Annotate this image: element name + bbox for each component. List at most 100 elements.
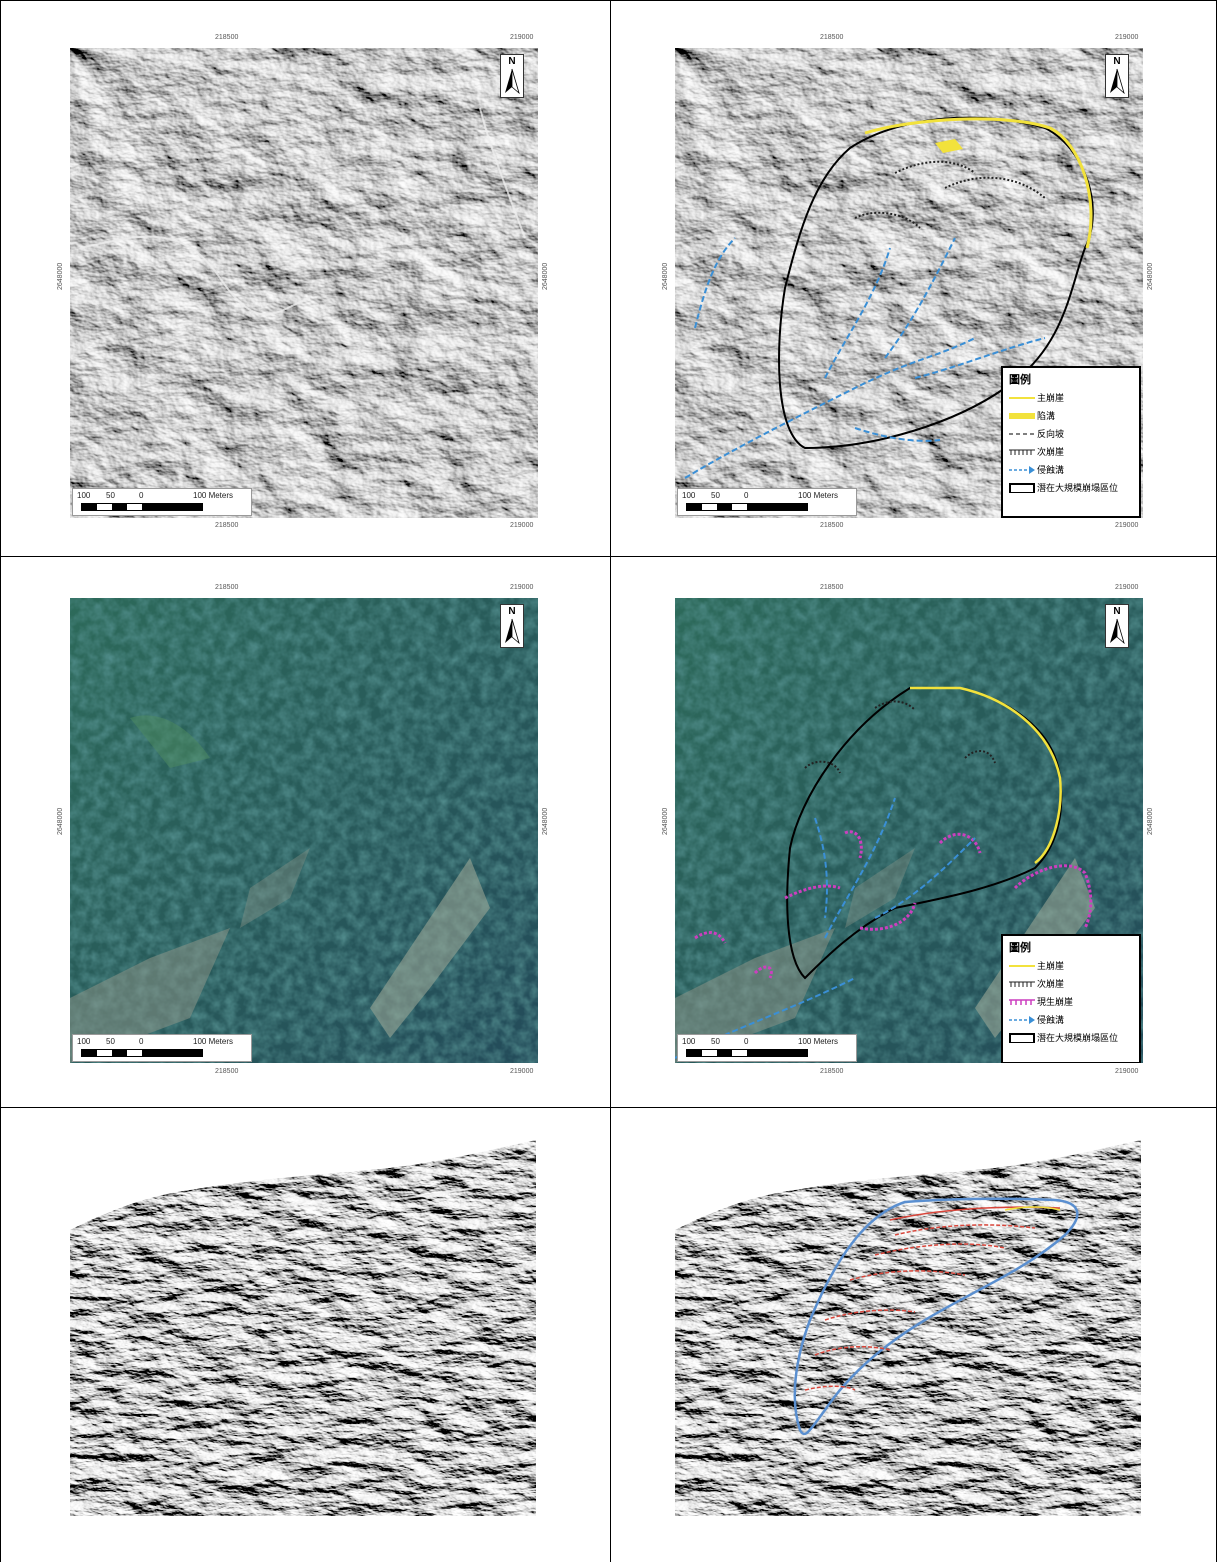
dash-line-icon xyxy=(1009,433,1035,435)
scale-label: 0 xyxy=(744,1037,749,1046)
tick-label: 218500 xyxy=(215,1068,239,1075)
legend-item: 現生崩崖 xyxy=(1007,994,1143,1010)
north-arrow-icon xyxy=(1110,618,1125,645)
grid-line xyxy=(0,0,1217,1)
perspective-view-interpreted xyxy=(675,1140,1141,1516)
tick-label: 219000 xyxy=(1115,34,1139,41)
legend-item-label: 陷溝 xyxy=(1037,411,1056,421)
legend-item: 陷溝 xyxy=(1007,408,1143,424)
legend-item: 侵蝕溝 xyxy=(1007,1012,1143,1028)
aerial-map: N 100 50 0 100 Meters xyxy=(70,598,538,1063)
legend-item-label: 主崩崖 xyxy=(1037,393,1065,403)
tick-label: 218500 xyxy=(215,584,239,591)
perspective-terrain xyxy=(675,1140,1141,1516)
scale-label: 100 Meters xyxy=(193,491,234,500)
blue-arrow-icon xyxy=(1009,1016,1035,1024)
scale-label: 100 xyxy=(77,491,91,500)
legend-title: 圖例 xyxy=(1009,942,1031,954)
aerial-map: N 100 50 0 100 Meters 圖例 主崩崖 次崩崖 現 xyxy=(675,598,1143,1063)
north-arrow-icon xyxy=(1110,68,1125,95)
legend-item-label: 潛在大規模崩塌區位 xyxy=(1037,1033,1119,1043)
panel-aerial-interpreted: N 100 50 0 100 Meters 圖例 主崩崖 次崩崖 現 xyxy=(660,580,1160,1090)
yellow-line-icon xyxy=(1009,397,1035,399)
yellow-thick-icon xyxy=(1009,413,1035,419)
north-label: N xyxy=(508,56,516,67)
legend-item: 潛在大規模崩塌區位 xyxy=(1007,480,1143,496)
tick-label: 2648000 xyxy=(542,262,549,290)
black-box-icon xyxy=(1009,1033,1035,1043)
hillshade-terrain xyxy=(675,48,1143,518)
black-box-icon xyxy=(1009,483,1035,493)
tick-label: 2648000 xyxy=(662,262,669,290)
panel-hillshade-interpreted: N 100 50 0 100 Meters 圖例 主崩崖 陷溝 反向 xyxy=(660,30,1160,540)
panel-hillshade-plain: N 100 50 0 100 Meters 218500 219000 2185… xyxy=(55,30,555,540)
scale-label: 0 xyxy=(139,491,144,500)
grid-line xyxy=(0,0,1,1562)
legend-item-label: 次崩崖 xyxy=(1037,979,1065,989)
hillshade-map: N 100 50 0 100 Meters xyxy=(70,48,538,518)
tick-label: 219000 xyxy=(510,1068,534,1075)
tick-label: 218500 xyxy=(820,1068,844,1075)
tick-label: 219000 xyxy=(1115,584,1139,591)
legend-item-label: 反向坡 xyxy=(1037,429,1065,439)
legend-item-label: 主崩崖 xyxy=(1037,961,1065,971)
magenta-hatch-icon xyxy=(1009,999,1035,1005)
tick-label: 2648000 xyxy=(57,262,64,290)
tick-label: 2648000 xyxy=(57,807,64,835)
panel-aerial-plain: N 100 50 0 100 Meters 218500 219000 2185… xyxy=(55,580,555,1090)
legend-item-label: 侵蝕溝 xyxy=(1037,1015,1065,1025)
legend-title: 圖例 xyxy=(1009,374,1031,386)
scale-bar: 100 50 0 100 Meters xyxy=(72,488,252,516)
legend-item: 侵蝕溝 xyxy=(1007,462,1143,478)
tick-label: 218500 xyxy=(820,34,844,41)
hatch-line-icon xyxy=(1009,449,1035,455)
legend-item: 反向坡 xyxy=(1007,426,1143,442)
legend-item-label: 次崩崖 xyxy=(1037,447,1065,457)
scale-label: 100 Meters xyxy=(798,1037,839,1046)
tick-label: 2648000 xyxy=(1147,807,1154,835)
map-legend: 圖例 主崩崖 次崩崖 現生崩崖 侵蝕溝 潛在大規模崩塌區位 xyxy=(1001,934,1141,1063)
tick-label: 2648000 xyxy=(662,807,669,835)
yellow-line-icon xyxy=(1009,965,1035,967)
legend-item-label: 潛在大規模崩塌區位 xyxy=(1037,483,1119,493)
legend-item: 次崩崖 xyxy=(1007,976,1143,992)
scale-label: 100 xyxy=(682,1037,696,1046)
scale-label: 0 xyxy=(744,491,749,500)
grid-line xyxy=(610,0,611,1562)
tick-label: 219000 xyxy=(510,34,534,41)
perspective-terrain xyxy=(70,1140,536,1516)
north-arrow: N xyxy=(1105,604,1129,648)
scale-bar: 100 50 0 100 Meters xyxy=(677,488,857,516)
scale-label: 50 xyxy=(106,1037,115,1046)
legend-item-label: 現生崩崖 xyxy=(1037,997,1074,1007)
hillshade-map: N 100 50 0 100 Meters 圖例 主崩崖 陷溝 反向 xyxy=(675,48,1143,518)
north-label: N xyxy=(1113,56,1121,67)
tick-label: 218500 xyxy=(820,522,844,529)
north-arrow: N xyxy=(500,54,524,98)
north-arrow: N xyxy=(500,604,524,648)
grid-line xyxy=(0,556,1217,557)
scale-label: 50 xyxy=(106,491,115,500)
scale-label: 0 xyxy=(139,1037,144,1046)
scale-label: 100 xyxy=(77,1037,91,1046)
hillshade-terrain xyxy=(70,48,538,518)
scale-label: 100 Meters xyxy=(798,491,839,500)
legend-item-label: 侵蝕溝 xyxy=(1037,465,1065,475)
tick-label: 219000 xyxy=(1115,1068,1139,1075)
aerial-photo xyxy=(675,598,1143,1063)
scale-bar: 100 50 0 100 Meters xyxy=(72,1034,252,1062)
north-label: N xyxy=(1113,606,1121,617)
map-legend: 圖例 主崩崖 陷溝 反向坡 次崩崖 侵蝕溝 xyxy=(1001,366,1141,518)
tick-label: 218500 xyxy=(215,34,239,41)
scale-label: 100 xyxy=(682,491,696,500)
hatch-line-icon xyxy=(1009,981,1035,987)
tick-label: 218500 xyxy=(820,584,844,591)
tick-label: 2648000 xyxy=(1147,262,1154,290)
scale-label: 100 Meters xyxy=(193,1037,234,1046)
blue-arrow-icon xyxy=(1009,466,1035,474)
tick-label: 218500 xyxy=(215,522,239,529)
scale-bar: 100 50 0 100 Meters xyxy=(677,1034,857,1062)
legend-item: 主崩崖 xyxy=(1007,958,1143,974)
north-arrow: N xyxy=(1105,54,1129,98)
aerial-photo xyxy=(70,598,538,1063)
